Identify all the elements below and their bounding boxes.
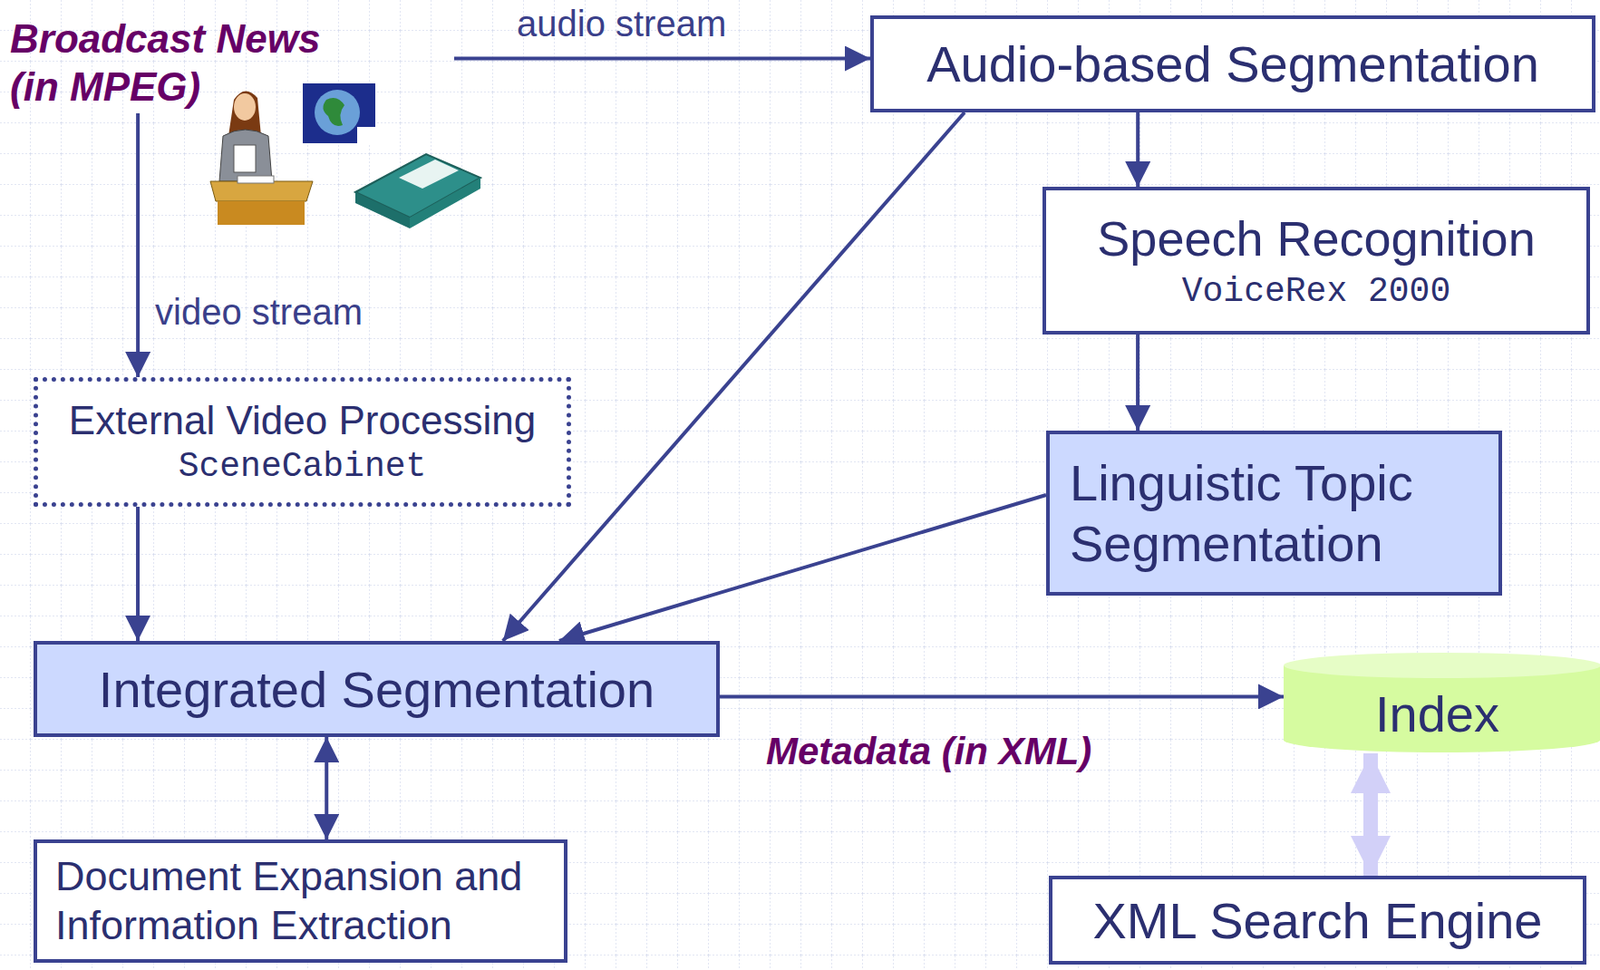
process-box: XML Search Engine <box>1048 875 1587 965</box>
highlight-box: Integrated Segmentation <box>33 640 720 737</box>
highlight-box: Linguistic Topic Segmentation <box>1046 430 1503 596</box>
video-tape <box>355 154 481 229</box>
node-text: Broadcast News (in MPEG) <box>9 15 373 112</box>
flow-arrow <box>1135 334 1140 431</box>
flow-arrow <box>503 112 965 641</box>
node-text: External Video Processing <box>68 397 536 444</box>
process-box: Audio-based Segmentation <box>870 15 1596 113</box>
flow-arrow <box>719 694 1284 699</box>
node-text: Index <box>1375 684 1500 744</box>
flow-arrow <box>454 57 871 61</box>
node-text: SceneCabinet <box>178 446 427 486</box>
anchor-figure <box>210 90 313 225</box>
bidirectional-link <box>1363 753 1378 876</box>
globe-icon <box>302 83 378 146</box>
edge-label: audio stream <box>516 3 727 45</box>
node-text: XML Search Engine <box>1093 891 1543 951</box>
flow-arrow <box>324 736 329 840</box>
flow-arrow <box>1135 112 1140 187</box>
flow-arrow <box>559 494 1047 641</box>
process-box: Speech RecognitionVoiceRex 2000 <box>1042 186 1591 335</box>
process-box: Document Expansion and Information Extra… <box>33 839 568 963</box>
edge-label: video stream <box>155 291 363 333</box>
node-text: VoiceRex 2000 <box>1182 271 1451 311</box>
node-text: Integrated Segmentation <box>98 659 655 719</box>
external-process-box: External Video ProcessingSceneCabinet <box>33 377 572 507</box>
flow-arrow <box>135 113 140 378</box>
node-text: Document Expansion and Information Extra… <box>55 852 546 951</box>
node-text: Linguistic Topic Segmentation <box>1069 452 1479 574</box>
source-title: Broadcast News (in MPEG) <box>9 15 455 114</box>
node-text: Speech Recognition <box>1096 210 1535 267</box>
flow-arrow <box>135 506 140 641</box>
edge-label: Metadata (in XML) <box>766 729 1092 774</box>
node-text: Audio-based Segmentation <box>926 34 1540 94</box>
database-cylinder: Index <box>1283 652 1600 754</box>
